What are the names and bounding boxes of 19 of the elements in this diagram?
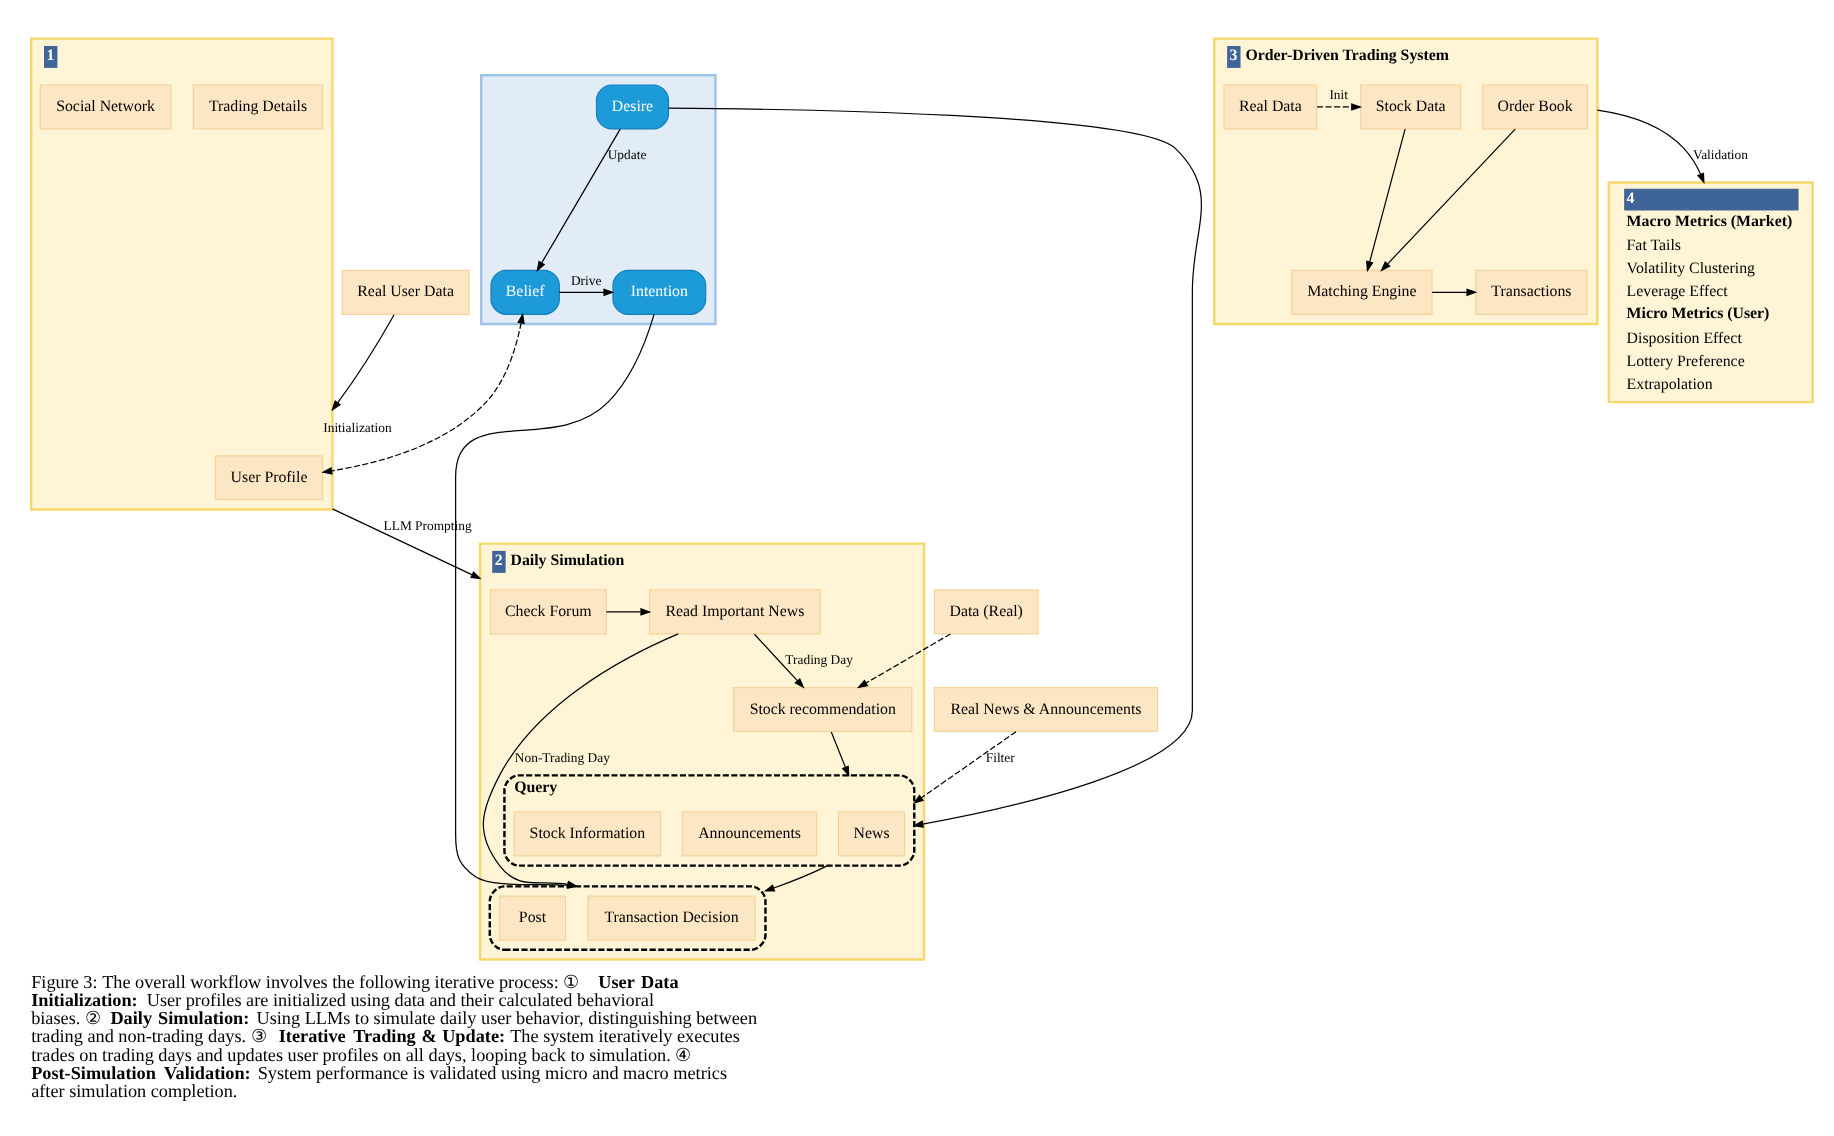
arrow: [321, 312, 525, 475]
arrow: [1596, 109, 1705, 185]
arrow: [605, 608, 652, 616]
arrow: [830, 731, 850, 778]
arrow: [912, 731, 1017, 804]
arrow: [331, 314, 395, 412]
arrow: [1366, 128, 1406, 273]
arrow: [1431, 288, 1478, 297]
arrow: [667, 107, 1202, 828]
caption: Figure 3: The overall workflow involves the following iterative process: ① User Data Initialization: User profiles are initialized using data and their calculated behavioral biases. ② Daily Simulation: Using LLMs to simulate daily user behavior, distinguishing between trading and non-trading days. ③ Iterative Trading & Update: The system iteratively executes trades on trading days and updates user profiles on all days, looping back to simulation. ④ Post-Simulation Validation: System performance is validated using micro and macro metrics after simulation completion.: [31, 971, 758, 1102]
arrow: [558, 288, 615, 297]
arrow: [763, 865, 829, 892]
arrow: [1380, 128, 1516, 272]
arrow: [856, 633, 951, 689]
arrow: [753, 633, 805, 689]
arrow: [1316, 103, 1363, 111]
cluster: [488, 885, 767, 951]
arrow: [331, 508, 482, 580]
arrow: [536, 128, 621, 272]
